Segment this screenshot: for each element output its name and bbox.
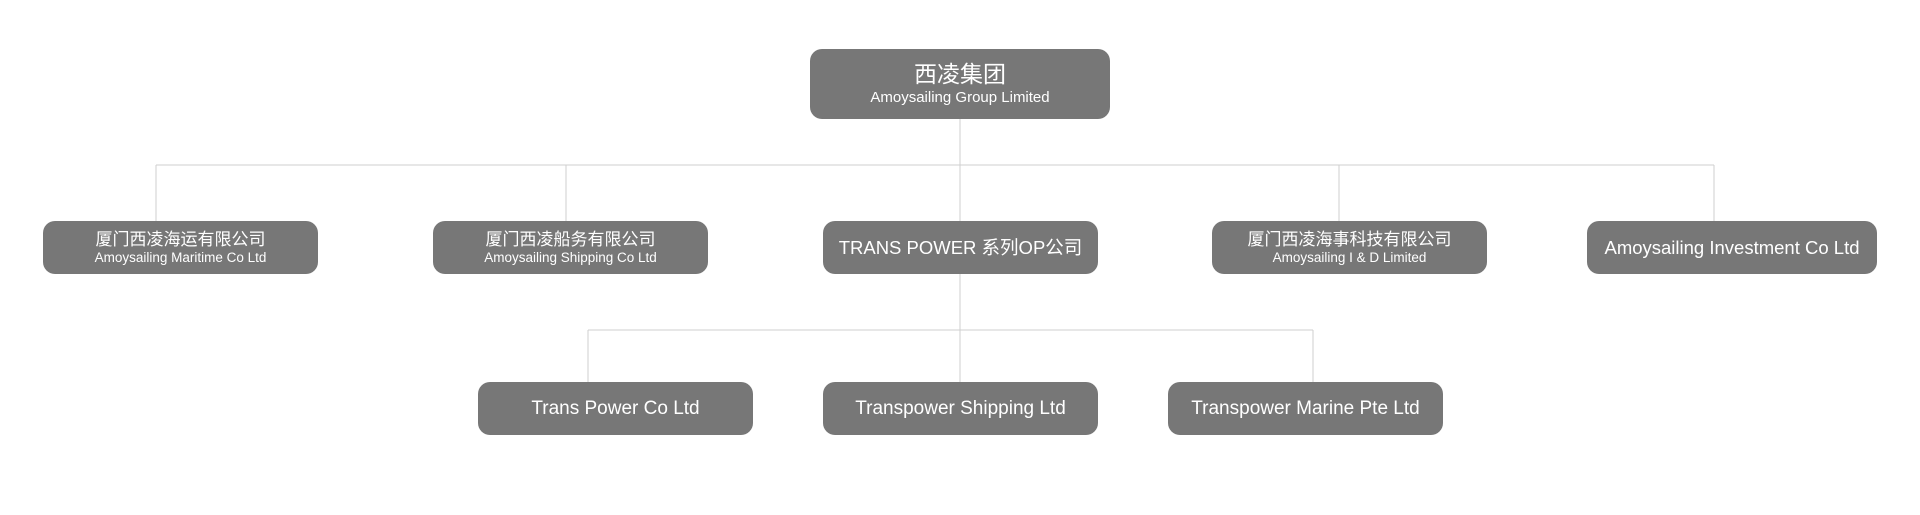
org-node-maritime-name-zh: 厦门西凌海运有限公司 bbox=[95, 229, 266, 249]
org-node-tp-marine: Transpower Marine Pte Ltd bbox=[1168, 382, 1443, 435]
org-node-root-name-zh: 西凌集团 bbox=[914, 61, 1006, 87]
org-node-transpower-op: TRANS POWER 系列OP公司 bbox=[823, 221, 1098, 274]
org-node-maritime-name-en: Amoysailing Maritime Co Ltd bbox=[94, 249, 267, 265]
org-node-tp-shipping: Transpower Shipping Ltd bbox=[823, 382, 1098, 435]
org-node-shipping: 厦门西凌船务有限公司 Amoysailing Shipping Co Ltd bbox=[433, 221, 708, 274]
org-node-id-limited-name-zh: 厦门西凌海事科技有限公司 bbox=[1247, 229, 1452, 249]
org-node-root: 西凌集团 Amoysailing Group Limited bbox=[810, 49, 1110, 119]
org-node-shipping-name-en: Amoysailing Shipping Co Ltd bbox=[484, 249, 657, 265]
org-node-tp-marine-name: Transpower Marine Pte Ltd bbox=[1191, 397, 1420, 419]
org-node-id-limited-name-en: Amoysailing I & D Limited bbox=[1272, 249, 1427, 265]
org-node-root-name-en: Amoysailing Group Limited bbox=[870, 89, 1050, 106]
org-node-id-limited: 厦门西凌海事科技有限公司 Amoysailing I & D Limited bbox=[1212, 221, 1487, 274]
org-node-transpower-op-name: TRANS POWER 系列OP公司 bbox=[838, 236, 1083, 258]
org-node-tp-co-name: Trans Power Co Ltd bbox=[531, 397, 700, 419]
org-node-tp-shipping-name: Transpower Shipping Ltd bbox=[855, 397, 1066, 419]
org-node-investment: Amoysailing Investment Co Ltd bbox=[1587, 221, 1877, 274]
org-node-investment-name: Amoysailing Investment Co Ltd bbox=[1604, 236, 1860, 258]
org-node-maritime: 厦门西凌海运有限公司 Amoysailing Maritime Co Ltd bbox=[43, 221, 318, 274]
org-node-tp-co: Trans Power Co Ltd bbox=[478, 382, 753, 435]
org-node-shipping-name-zh: 厦门西凌船务有限公司 bbox=[485, 229, 656, 249]
